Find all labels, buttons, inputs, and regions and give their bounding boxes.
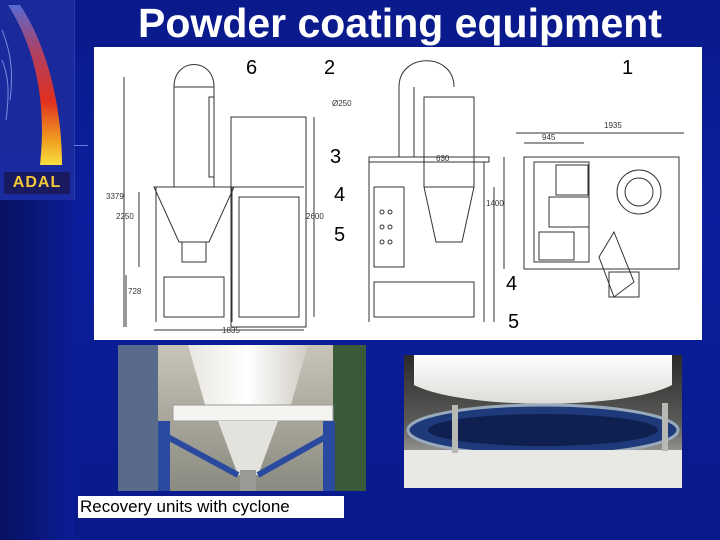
fan-plan bbox=[616, 169, 662, 215]
flame-graphic bbox=[1, 5, 62, 165]
dim-1400: 1400 bbox=[486, 199, 504, 208]
callout-3: 3 bbox=[330, 146, 342, 168]
cyclone-column-left bbox=[173, 86, 215, 188]
dim-945: 945 bbox=[542, 133, 556, 142]
technical-drawing: 6 2 1 3 4 5 4 5 Ø250 945 1935 630 1400 3… bbox=[94, 47, 702, 340]
hopper-mid bbox=[423, 186, 475, 243]
duct-arc-mid bbox=[398, 60, 455, 88]
filter-cabinet-left bbox=[230, 116, 307, 328]
slide-title: Powder coating equipment bbox=[138, 0, 662, 46]
photo-cyclone-frame bbox=[118, 345, 366, 491]
bin-left bbox=[163, 276, 225, 318]
callout-1: 1 bbox=[622, 57, 634, 79]
callout-4b: 4 bbox=[506, 273, 518, 295]
logo-panel: ADAL bbox=[0, 0, 75, 200]
dim-2250: 2250 bbox=[116, 212, 134, 221]
dim-3379: 3379 bbox=[106, 192, 124, 201]
photo-cyclone-rim bbox=[404, 355, 682, 488]
dim-728: 728 bbox=[128, 287, 142, 296]
bin-mid bbox=[373, 281, 475, 318]
dim-250: Ø250 bbox=[332, 99, 352, 108]
adal-logo: ADAL bbox=[4, 172, 70, 194]
callout-5b: 5 bbox=[508, 311, 520, 333]
control-panel bbox=[373, 186, 405, 268]
dim-630: 630 bbox=[436, 154, 450, 163]
plan-view-frame bbox=[523, 156, 680, 270]
dim-1935-top: 1935 bbox=[604, 121, 622, 130]
callout-2: 2 bbox=[324, 57, 336, 79]
cyclone-top-left bbox=[173, 64, 215, 88]
dim-2600: 2600 bbox=[306, 212, 324, 221]
hopper-left bbox=[153, 186, 235, 243]
callout-4: 4 bbox=[334, 184, 346, 206]
callout-6: 6 bbox=[246, 57, 258, 79]
callout-5: 5 bbox=[334, 224, 346, 246]
slide-caption: Recovery units with cyclone bbox=[78, 496, 344, 518]
title-rule bbox=[74, 145, 88, 146]
cyclone-column-mid bbox=[423, 96, 475, 188]
dim-1835: 1835 bbox=[222, 326, 240, 335]
